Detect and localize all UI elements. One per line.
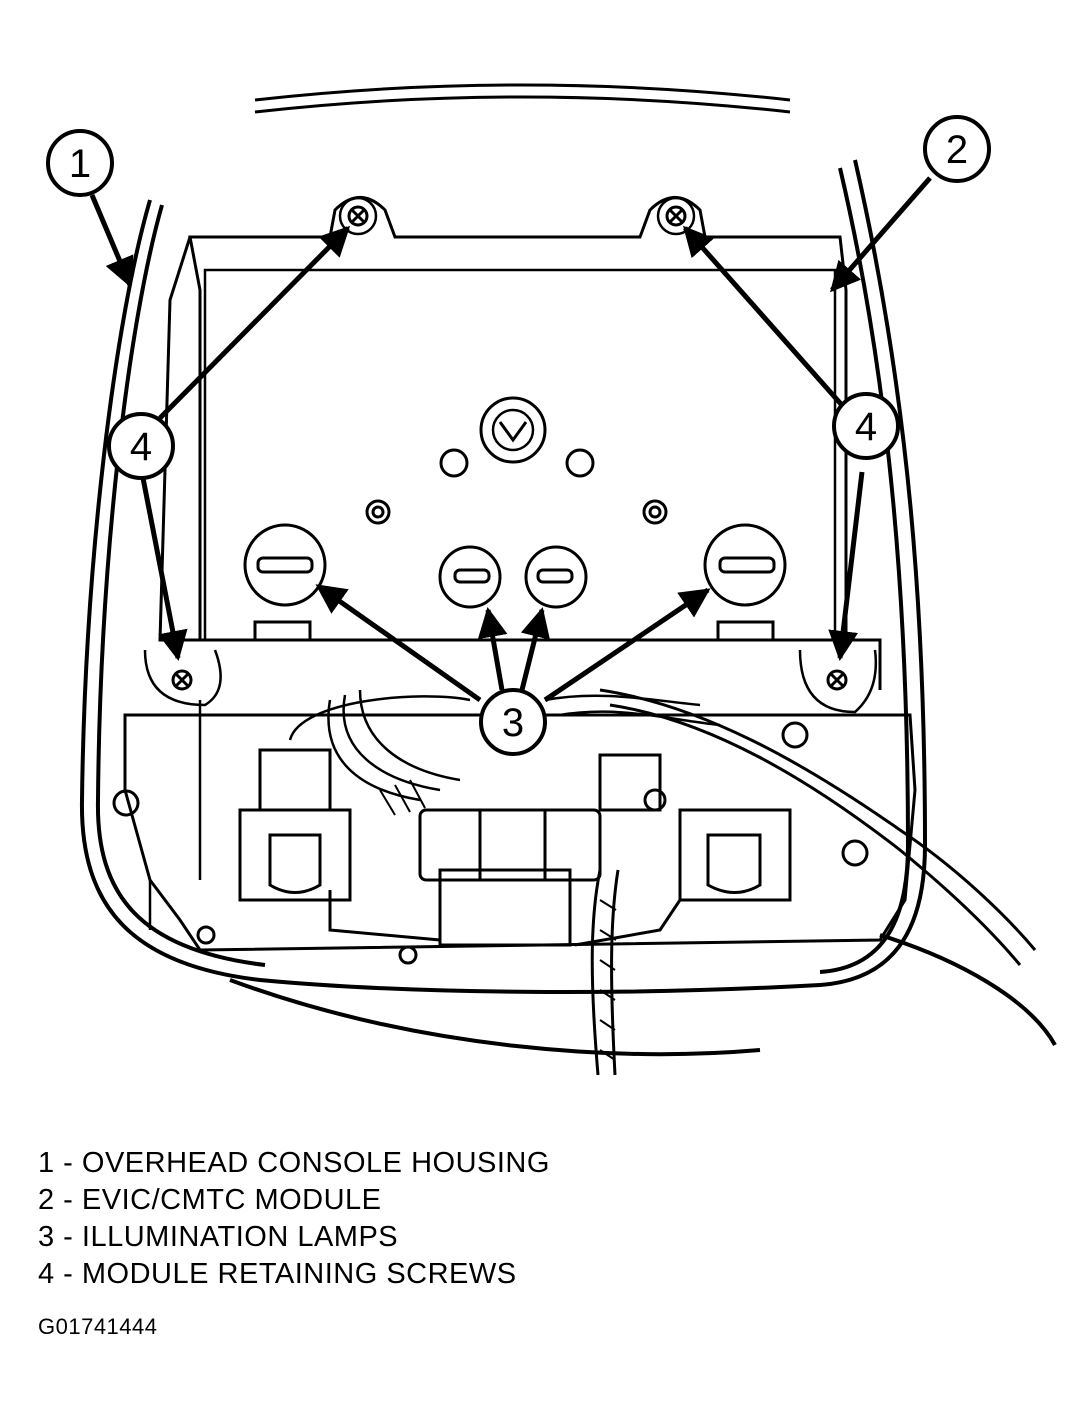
screw-icon: [665, 205, 687, 227]
windshield-edge: [254, 83, 791, 114]
illumination-lamp: [703, 523, 787, 607]
lower-bracket: [112, 638, 1037, 1076]
callout-2-label: 2: [946, 128, 968, 172]
evic-module: [158, 196, 848, 642]
screw-icon: [826, 669, 848, 691]
callout-3-label: 3: [502, 701, 524, 745]
callout-3: 3: [479, 688, 547, 756]
callout-1: 1: [46, 129, 114, 197]
legend-item: 1 - OVERHEAD CONSOLE HOUSING: [38, 1147, 550, 1179]
legend-item: 3 - ILLUMINATION LAMPS: [38, 1221, 399, 1253]
console-housing: [79, 159, 1057, 1057]
callout-4-right: 4: [832, 392, 900, 460]
illumination-lamp: [524, 545, 588, 609]
callout-2: 2: [923, 115, 991, 183]
callout-4-left-label: 4: [130, 425, 152, 469]
callout-4-left: 4: [107, 412, 175, 480]
screw-icon: [171, 669, 193, 691]
legend: 1 - OVERHEAD CONSOLE HOUSING 2 - EVIC/CM…: [38, 1145, 550, 1293]
callout-4-right-label: 4: [855, 405, 877, 449]
legend-item: 2 - EVIC/CMTC MODULE: [38, 1184, 382, 1216]
legend-item: 4 - MODULE RETAINING SCREWS: [38, 1258, 517, 1290]
console-diagram: 1 2 3 4 4: [46, 83, 1057, 1076]
callout-arrows: [89, 176, 932, 703]
figure-code: G01741444: [38, 1314, 158, 1339]
callout-1-label: 1: [69, 142, 91, 186]
illumination-lamp: [438, 545, 502, 609]
illumination-lamp: [243, 523, 327, 607]
screw-icon: [347, 205, 369, 227]
retaining-screws: [143, 205, 877, 714]
